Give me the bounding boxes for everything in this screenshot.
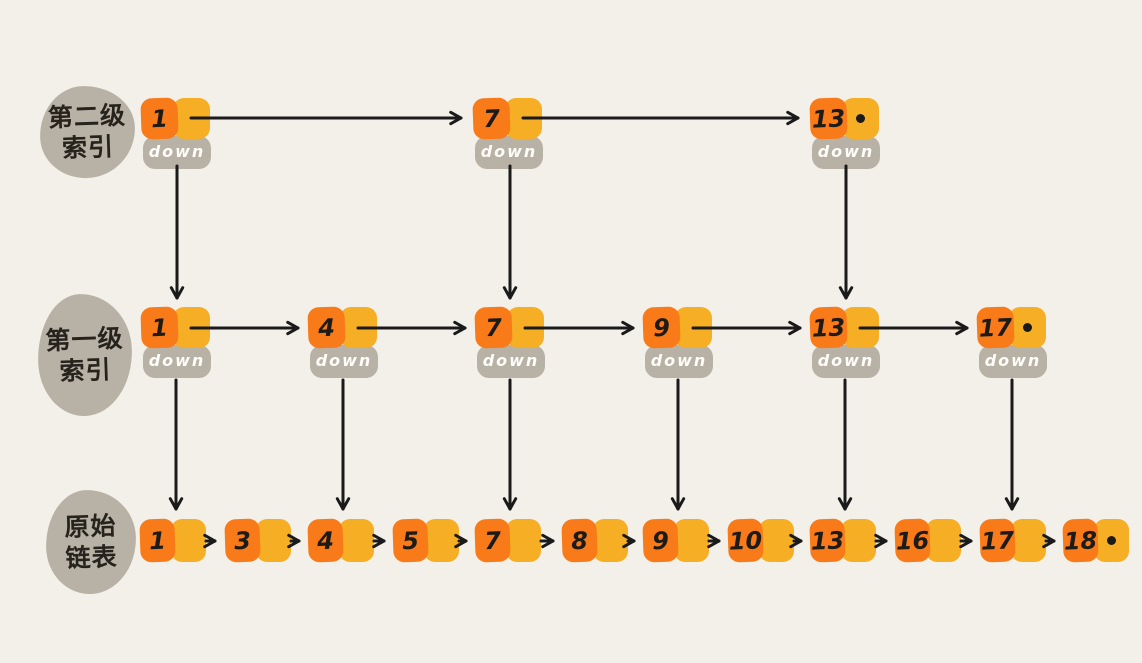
null-pointer-dot xyxy=(856,114,865,123)
down-pointer: down xyxy=(812,345,880,378)
node-pointer xyxy=(171,519,206,562)
down-pointer: down xyxy=(143,345,211,378)
list-node: 8 xyxy=(561,518,628,563)
label-line: 第一级 xyxy=(44,323,124,356)
list-node: 3 xyxy=(224,518,291,563)
node-pointer xyxy=(506,519,541,562)
list-node: 10 xyxy=(727,518,794,563)
skiplist-node: 7 xyxy=(472,97,542,140)
node-value: 18 xyxy=(1062,518,1099,563)
down-pointer: down xyxy=(475,136,543,169)
skiplist-node: 7 xyxy=(474,306,544,349)
node-pointer xyxy=(340,307,377,348)
node-value: 17 xyxy=(976,306,1015,349)
node-pointer xyxy=(841,519,876,562)
node-value: 8 xyxy=(561,518,598,563)
node-value: 3 xyxy=(224,518,261,563)
down-pointer: down xyxy=(143,136,211,169)
node-value: 9 xyxy=(642,518,679,563)
node-value: 13 xyxy=(809,97,848,140)
node-pointer xyxy=(507,307,544,348)
null-pointer-dot xyxy=(1107,536,1116,545)
node-pointer xyxy=(842,98,879,139)
skiplist-node: 4 xyxy=(307,306,377,349)
node-value: 1 xyxy=(140,306,179,349)
node-value: 9 xyxy=(642,306,681,349)
node-value: 13 xyxy=(809,518,846,563)
node-value: 7 xyxy=(474,518,511,563)
label-original-list: 原始 链表 xyxy=(44,488,138,596)
label-level2-index: 第二级 索引 xyxy=(38,84,137,180)
node-pointer xyxy=(1009,307,1046,348)
list-node: 13 xyxy=(809,518,876,563)
down-pointer: down xyxy=(812,136,880,169)
label-level1-index: 第一级 索引 xyxy=(35,292,135,418)
skiplist-node: 1 xyxy=(140,306,210,349)
list-node: 5 xyxy=(392,518,459,563)
node-value: 17 xyxy=(979,518,1016,563)
node-value: 16 xyxy=(894,518,931,563)
node-pointer xyxy=(1094,519,1129,562)
node-value: 4 xyxy=(307,306,346,349)
null-pointer-dot xyxy=(1023,323,1032,332)
node-pointer xyxy=(256,519,291,562)
skiplist-node: 13 xyxy=(809,306,879,349)
skiplist-node: 17 xyxy=(976,306,1046,349)
node-pointer xyxy=(842,307,879,348)
list-node: 17 xyxy=(979,518,1046,563)
node-pointer xyxy=(173,307,210,348)
label-line: 索引 xyxy=(61,132,115,163)
label-line: 第二级 xyxy=(47,100,127,133)
node-pointer xyxy=(674,519,709,562)
down-pointer: down xyxy=(979,345,1047,378)
skiplist-node: 13 xyxy=(809,97,879,140)
node-pointer xyxy=(1011,519,1046,562)
label-line: 原始 xyxy=(63,510,117,542)
list-node: 7 xyxy=(474,518,541,563)
list-node: 9 xyxy=(642,518,709,563)
node-value: 5 xyxy=(392,518,429,563)
node-value: 7 xyxy=(474,306,513,349)
node-value: 4 xyxy=(307,518,344,563)
node-pointer xyxy=(424,519,459,562)
node-value: 10 xyxy=(727,518,764,563)
node-pointer xyxy=(173,98,210,139)
label-line: 链表 xyxy=(65,542,119,573)
node-value: 7 xyxy=(472,97,511,140)
node-value: 13 xyxy=(809,306,848,349)
node-pointer xyxy=(505,98,542,139)
node-value: 1 xyxy=(139,518,176,563)
down-pointer: down xyxy=(645,345,713,378)
down-pointer: down xyxy=(310,345,378,378)
list-node: 1 xyxy=(139,518,206,563)
list-node: 4 xyxy=(307,518,374,563)
node-pointer xyxy=(339,519,374,562)
node-pointer xyxy=(926,519,961,562)
node-pointer xyxy=(675,307,712,348)
node-value: 1 xyxy=(140,97,179,140)
list-node: 16 xyxy=(894,518,961,563)
label-line: 索引 xyxy=(59,355,113,386)
skiplist-node: 9 xyxy=(642,306,712,349)
node-pointer xyxy=(759,519,794,562)
node-pointer xyxy=(593,519,628,562)
down-pointer: down xyxy=(477,345,545,378)
skiplist-node: 1 xyxy=(140,97,210,140)
list-node: 18 xyxy=(1062,518,1129,563)
